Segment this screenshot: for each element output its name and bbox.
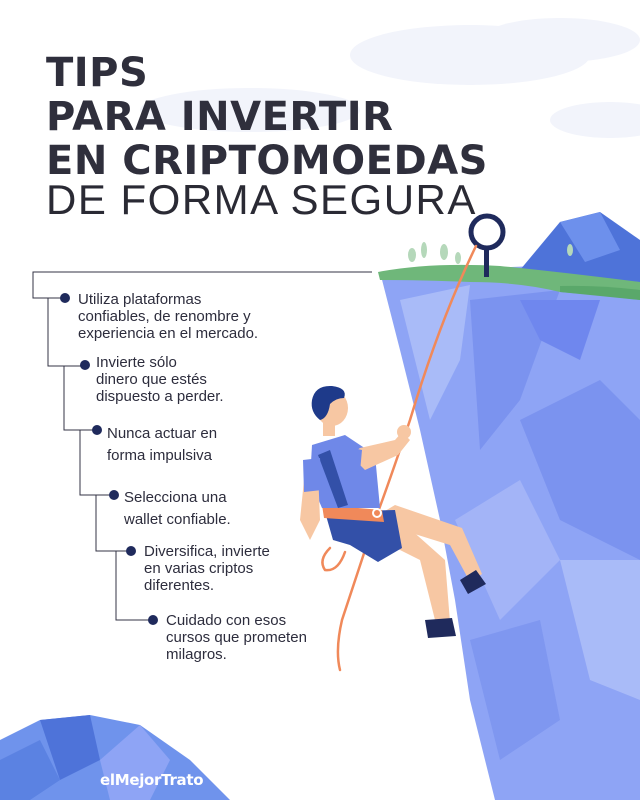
tip-item-5: Diversifica, invierte en varias criptos … xyxy=(144,543,270,594)
tip-item-2: Invierte sólo dinero que estés dispuesto… xyxy=(96,354,224,405)
tip-text-line: milagros. xyxy=(166,646,227,663)
brand-logo: elMejorTrato xyxy=(100,771,204,789)
tip-text-line: confiables, de renombre y xyxy=(78,308,251,325)
rope-illustration xyxy=(321,244,478,672)
bullet-dot-icon xyxy=(148,615,158,625)
tip-text-line: Invierte sólo xyxy=(96,354,177,371)
cloud-shapes xyxy=(140,18,640,138)
bullet-dots xyxy=(60,293,158,625)
bullet-dot-icon xyxy=(92,425,102,435)
tip-item-4: Selecciona una wallet confiable. xyxy=(124,487,231,531)
tip-text-line: diferentes. xyxy=(144,577,215,594)
bullet-dot-icon xyxy=(109,490,119,500)
tip-text-line: Nunca actuar en xyxy=(107,425,218,442)
title-subtitle: DE FORMA SEGURA xyxy=(46,176,477,223)
tip-text-line: Utiliza plataformas xyxy=(78,291,202,308)
tip-item-1: Utiliza plataformas confiables, de renom… xyxy=(78,291,258,342)
tips-connector-lines xyxy=(32,271,372,621)
tip-item-6: Cuidado con esos cursos que prometen mil… xyxy=(166,612,307,663)
tip-text-line: Diversifica, invierte xyxy=(144,543,270,560)
cliff-illustration xyxy=(378,212,640,800)
anchor-ring-icon xyxy=(468,213,506,277)
tip-text-line: Cuidado con esos xyxy=(166,612,287,629)
title-line-3: EN CRIPTOMOEDAS xyxy=(46,138,488,184)
tip-item-3: Nunca actuar en forma impulsiva xyxy=(107,423,217,467)
hill-illustration xyxy=(0,715,230,800)
tip-text-line: forma impulsiva xyxy=(107,447,213,464)
title-line-2: PARA INVERTIR xyxy=(46,94,394,140)
tip-text-line: en varias criptos xyxy=(144,560,254,577)
bullet-dot-icon xyxy=(80,360,90,370)
tip-text-line: experiencia en el mercado. xyxy=(78,325,259,342)
rock-climber-illustration xyxy=(300,385,486,638)
bullet-dot-icon xyxy=(126,546,136,556)
tip-text-line: wallet confiable. xyxy=(124,511,231,528)
tip-text-line: dispuesto a perder. xyxy=(96,388,224,405)
bullet-dot-icon xyxy=(60,293,70,303)
tip-text-line: dinero que estés xyxy=(96,371,207,388)
tip-text-line: cursos que prometen xyxy=(166,629,307,646)
title-line-1: TIPS xyxy=(46,50,149,96)
tip-text-line: Selecciona una xyxy=(124,489,227,506)
